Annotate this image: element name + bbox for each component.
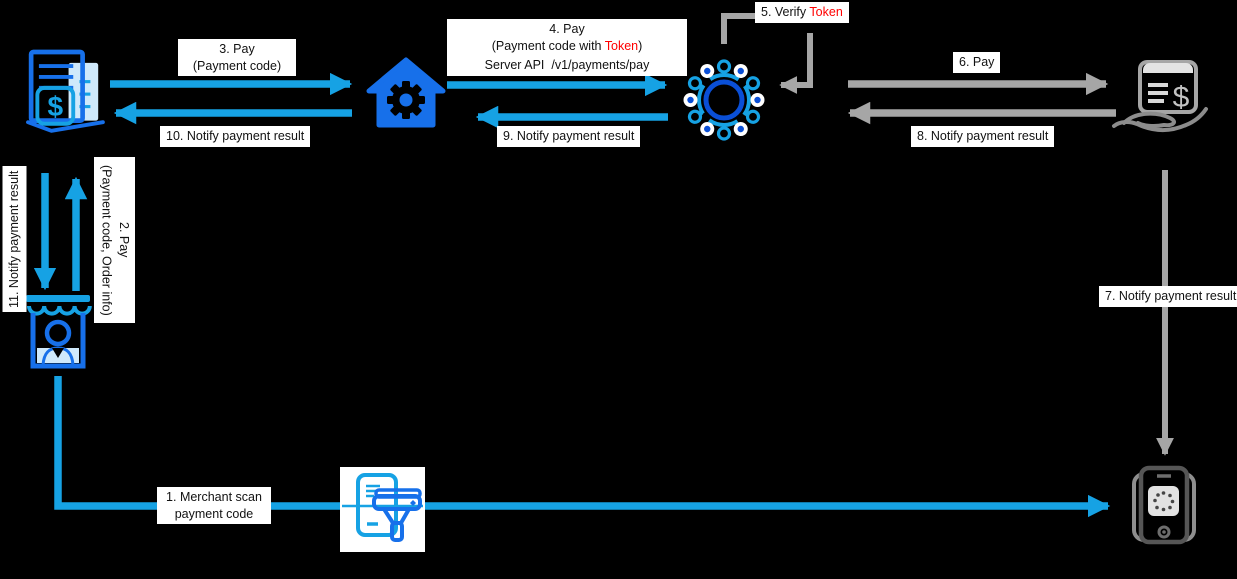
payment-service-icon: $: [1112, 60, 1208, 133]
label-step4-line2: (Payment code with Token): [491, 38, 643, 53]
payment-gateway-icon: [366, 57, 446, 128]
label-step9: 9. Notify payment result: [497, 126, 641, 147]
label-step3-line2: (Payment code): [192, 58, 282, 73]
payment-dollar-glyph: $: [1173, 81, 1190, 114]
label-step4-line1: 4. Pay: [549, 22, 585, 36]
connector-step5-out: [721, 13, 757, 44]
arrow-step1-scan: [54, 376, 1111, 518]
label-step1: 1. Merchant scan payment code: [157, 487, 271, 524]
label-step10: 10. Notify payment result: [160, 126, 311, 147]
label-step4-api: Server API /v1/payments/pay: [484, 58, 650, 72]
label-step3: 3. Pay (Payment code): [178, 39, 296, 76]
token-highlight: Token: [604, 38, 639, 53]
label-step2-line1: 2. Pay: [117, 222, 131, 258]
label-step6: 6. Pay: [953, 52, 1001, 73]
merchant-store-icon: [26, 295, 92, 369]
label-step3-line1: 3. Pay: [219, 42, 255, 56]
label-step2-line2: (Payment code, Order info): [99, 164, 114, 316]
label-step1-line2: payment code: [174, 506, 254, 521]
billing-dollar-glyph: $: [47, 91, 63, 122]
label-step11: 11. Notify payment result: [3, 166, 27, 312]
open-platform-icon: [683, 59, 765, 141]
label-step4: 4. Pay (Payment code with Token) Server …: [447, 19, 687, 76]
scanner-icon: [342, 473, 423, 542]
gear-icon: [387, 81, 425, 119]
arrow-step5-verify: [779, 33, 813, 94]
label-step7: 7. Notify payment result: [1099, 286, 1237, 307]
label-step8: 8. Notify payment result: [911, 126, 1055, 147]
label-step1-line1: 1. Merchant scan: [166, 490, 262, 504]
label-step5: 5. Verify Token: [755, 2, 849, 23]
token-highlight: Token: [809, 5, 843, 19]
qr-dots: [1153, 491, 1175, 512]
billing-server-icon: $: [26, 49, 105, 133]
label-step2: 2. Pay (Payment code, Order info): [94, 157, 135, 323]
customer-phone-icon: [1132, 465, 1196, 545]
